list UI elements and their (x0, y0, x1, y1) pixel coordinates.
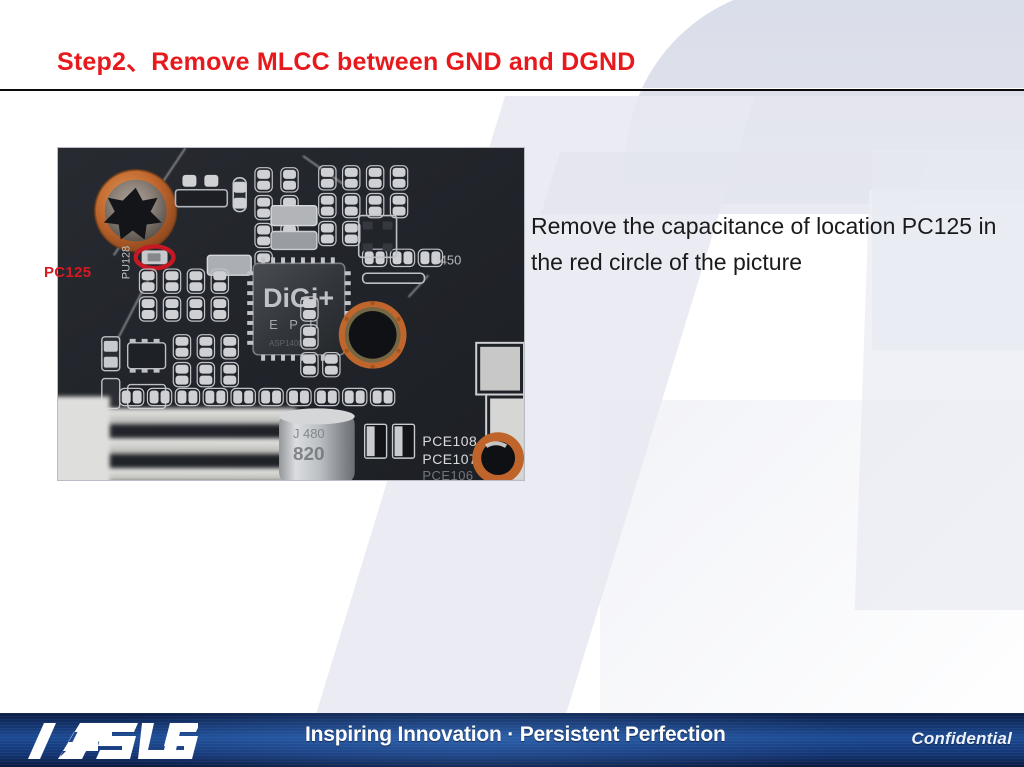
pcb-illustration: PU128 (58, 148, 524, 480)
watermark-corner-shape (624, 0, 1024, 186)
asus-logo (18, 719, 198, 763)
footer-bar (0, 713, 1024, 767)
confidential-marking: Confidential (911, 729, 1012, 748)
motherboard-photo: PU128 (57, 147, 525, 481)
watermark-diagonal-arm (541, 152, 930, 214)
page-title: Step2、Remove MLCC between GND and DGND (57, 48, 636, 76)
watermark-corner-band (640, 96, 1024, 204)
watermark-soft-gradient (600, 400, 1024, 730)
pc125-callout-label: PC125 (44, 264, 92, 281)
instruction-text: Remove the capacitance of location PC125… (531, 213, 997, 275)
footer-tagline: Inspiring Innovation · Persistent Perfec… (305, 723, 726, 746)
asus-logo-mark (28, 723, 198, 759)
title-divider-rule (0, 88, 1024, 91)
